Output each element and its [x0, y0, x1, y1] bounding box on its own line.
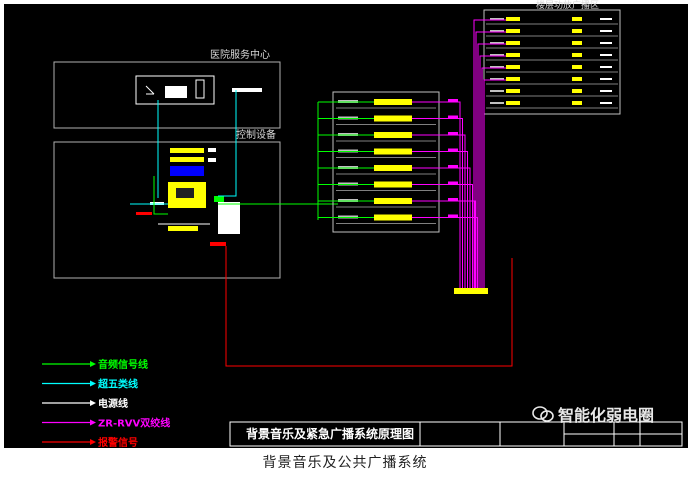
service-center-label: 医院服务中心: [210, 48, 270, 61]
floor-label-block: [600, 66, 612, 68]
legend-arrow: [90, 439, 96, 445]
floor-amplifier: [506, 29, 520, 33]
zr-rvv-line: [412, 118, 463, 290]
zr-rvv-riser: [483, 79, 506, 290]
floor-amplifier: [506, 41, 520, 45]
amplifier-unit: [374, 148, 412, 155]
diagram-title: 背景音乐及紧急广播系统原理图: [246, 426, 414, 441]
amplifier-unit: [374, 132, 412, 138]
watermark: 智能化弱电圈: [532, 402, 654, 426]
floor-label-block: [600, 54, 612, 56]
control-wiring: [130, 90, 513, 367]
zr-rvv-riser: [479, 55, 506, 290]
legend-label: 音频信号线: [98, 358, 148, 371]
floor-speaker: [572, 101, 582, 105]
floor-label-block: [600, 90, 612, 92]
zr-rvv-riser: [475, 31, 506, 290]
zr-rvv-riser: [477, 43, 506, 290]
floor-slot: [490, 42, 504, 44]
floor-speaker: [572, 89, 582, 93]
legend-arrow: [90, 380, 96, 387]
legend-item: 电源线: [42, 397, 128, 410]
floor-label-block: [600, 30, 612, 32]
watermark-text: 智能化弱电圈: [558, 406, 655, 425]
floor-speaker: [572, 77, 582, 81]
legend-item: 超五类线: [42, 378, 138, 391]
zr-rvv-line: [412, 167, 471, 290]
amplifier-unit: [374, 115, 412, 122]
floor-speaker: [572, 41, 582, 45]
output-marker: [448, 115, 458, 119]
amplifier-unit: [374, 198, 412, 204]
system-schematic: 医院服务中心 控制设备: [4, 0, 688, 449]
control-equipment-label: 控制设备: [236, 128, 276, 141]
legend-item: 报警信号: [42, 436, 138, 449]
output-marker: [448, 214, 458, 218]
floor-amplifier: [506, 77, 520, 81]
legend-item: 音频信号线: [42, 358, 148, 371]
floor-amplifier: [506, 89, 520, 93]
amplifier-unit: [374, 181, 412, 188]
zr-rvv-bus: [412, 19, 506, 290]
output-marker: [448, 99, 458, 102]
output-marker: [448, 181, 458, 185]
terminal-block: [454, 288, 488, 294]
legend-arrow: [90, 419, 96, 426]
output-marker: [448, 198, 458, 201]
floor-slot: [490, 30, 504, 32]
output-marker: [448, 165, 458, 168]
floor-amplifier: [506, 65, 520, 69]
zr-rvv-line: [412, 134, 466, 290]
zr-rvv-line: [412, 200, 476, 290]
service-center-box: 医院服务中心: [53, 48, 281, 129]
amplifier-rack: [317, 91, 458, 233]
floor-broadcast-zone: 楼层功放广播区: [483, 0, 621, 115]
output-marker: [448, 148, 458, 152]
floor-speaker: [572, 17, 582, 21]
amplifier-unit: [374, 99, 412, 105]
floor-slot: [490, 54, 504, 56]
floor-label-block: [600, 78, 612, 80]
amplifier-unit: [374, 214, 412, 221]
floor-slot: [490, 78, 504, 80]
floor-slot: [490, 102, 504, 104]
control-equipment-box: 控制设备: [53, 128, 281, 279]
floor-label-block: [600, 102, 612, 104]
legend-arrow: [90, 361, 96, 367]
zr-rvv-line: [412, 151, 468, 290]
zr-rvv-riser: [473, 19, 506, 290]
title-block: 背景音乐及紧急广播系统原理图: [229, 421, 683, 447]
floor-amplifier: [506, 101, 520, 105]
legend-item: ZR-RVV双绞线: [42, 417, 170, 430]
legend-label: ZR-RVV双绞线: [98, 417, 170, 430]
legend-label: 报警信号: [98, 436, 138, 449]
output-marker: [448, 132, 458, 135]
wechat-icon: [532, 406, 554, 422]
zr-rvv-riser: [481, 67, 506, 290]
figure-caption: 背景音乐及公共广播系统: [262, 455, 428, 471]
floor-zone-label: 楼层功放广播区: [536, 0, 599, 11]
floor-amplifier: [506, 53, 520, 57]
floor-speaker: [572, 65, 582, 69]
floor-amplifier: [506, 17, 520, 21]
legend-label: 超五类线: [97, 378, 138, 391]
floor-slot: [490, 18, 504, 20]
zr-rvv-line: [412, 101, 461, 290]
zr-rvv-line: [412, 184, 473, 290]
floor-label-block: [600, 18, 612, 20]
floor-slot: [490, 90, 504, 92]
floor-speaker: [572, 29, 582, 33]
floor-speaker: [572, 53, 582, 57]
floor-slot: [490, 66, 504, 68]
legend-label: 电源线: [98, 397, 128, 410]
legend-arrow: [90, 400, 96, 406]
amplifier-unit: [374, 165, 412, 171]
floor-label-block: [600, 42, 612, 44]
